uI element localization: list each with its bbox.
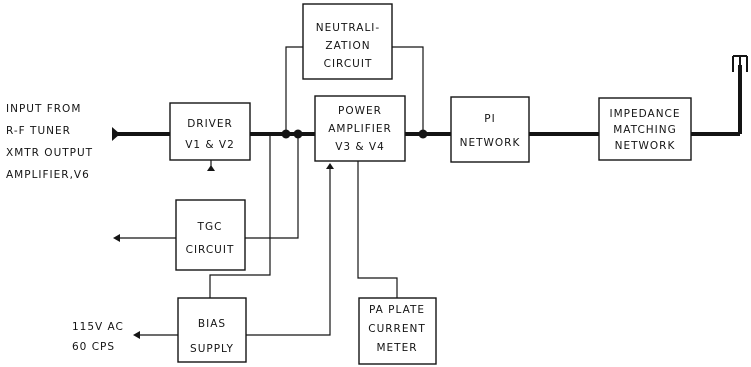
driver-label-1: DRIVER xyxy=(187,118,233,130)
control-connections xyxy=(120,46,424,336)
neutralization-label-1: NEUTRALI- xyxy=(316,22,380,34)
power-amp-label-2: AMPLIFIER xyxy=(328,123,392,135)
rf-input-line-1: INPUT FROM xyxy=(6,103,81,115)
neutralization-circuit-block: NEUTRALI- ZATION CIRCUIT xyxy=(302,3,393,80)
tgc-label-2: CIRCUIT xyxy=(186,244,235,256)
pi-network-label-1: PI xyxy=(484,113,495,125)
impedance-label-2: MATCHING xyxy=(613,124,677,136)
driver-label-2: V1 & V2 xyxy=(185,139,235,151)
pi-network-block: PI NETWORK xyxy=(450,96,530,163)
rf-input-line-2: R-F TUNER xyxy=(6,125,71,137)
tgc-circuit-block: TGC CIRCUIT xyxy=(175,199,246,271)
neutralization-label-3: CIRCUIT xyxy=(324,58,373,70)
junction-dots xyxy=(281,129,428,139)
neutralization-label-2: ZATION xyxy=(325,40,370,52)
bias-supply-block: BIAS SUPPLY xyxy=(177,297,247,363)
main-signal-path xyxy=(115,65,742,136)
rf-input-label: INPUT FROM R-F TUNER XMTR OUTPUT AMPLIFI… xyxy=(6,103,93,181)
power-amplifier-block: POWER AMPLIFIER V3 & V4 xyxy=(314,95,406,162)
bias-label-2: SUPPLY xyxy=(190,343,234,355)
rf-input-line-3: XMTR OUTPUT xyxy=(6,147,93,159)
ac-input-label: 115V AC 60 CPS xyxy=(72,321,124,353)
pi-network-label-2: NETWORK xyxy=(460,137,521,149)
impedance-matching-block: IMPEDANCE MATCHING NETWORK xyxy=(598,97,692,161)
rf-input-arrow xyxy=(112,127,120,141)
power-amp-label-1: POWER xyxy=(338,105,382,117)
impedance-label-3: NETWORK xyxy=(615,140,676,152)
pa-meter-label-2: CURRENT xyxy=(368,323,426,335)
power-amp-label-3: V3 & V4 xyxy=(335,141,385,153)
ac-input-line-2: 60 CPS xyxy=(72,341,115,353)
impedance-label-1: IMPEDANCE xyxy=(609,108,680,120)
antenna-icon xyxy=(732,55,748,72)
bias-label-1: BIAS xyxy=(198,318,226,330)
rf-input-line-4: AMPLIFIER,V6 xyxy=(6,169,90,181)
ac-input-line-1: 115V AC xyxy=(72,321,124,333)
pa-meter-label-3: METER xyxy=(376,342,417,354)
driver-block: DRIVER V1 & V2 xyxy=(169,102,251,161)
pa-plate-current-meter-block: PA PLATE CURRENT METER xyxy=(358,297,437,365)
tgc-label-1: TGC xyxy=(197,221,223,233)
pa-meter-label-1: PA PLATE xyxy=(369,304,425,316)
